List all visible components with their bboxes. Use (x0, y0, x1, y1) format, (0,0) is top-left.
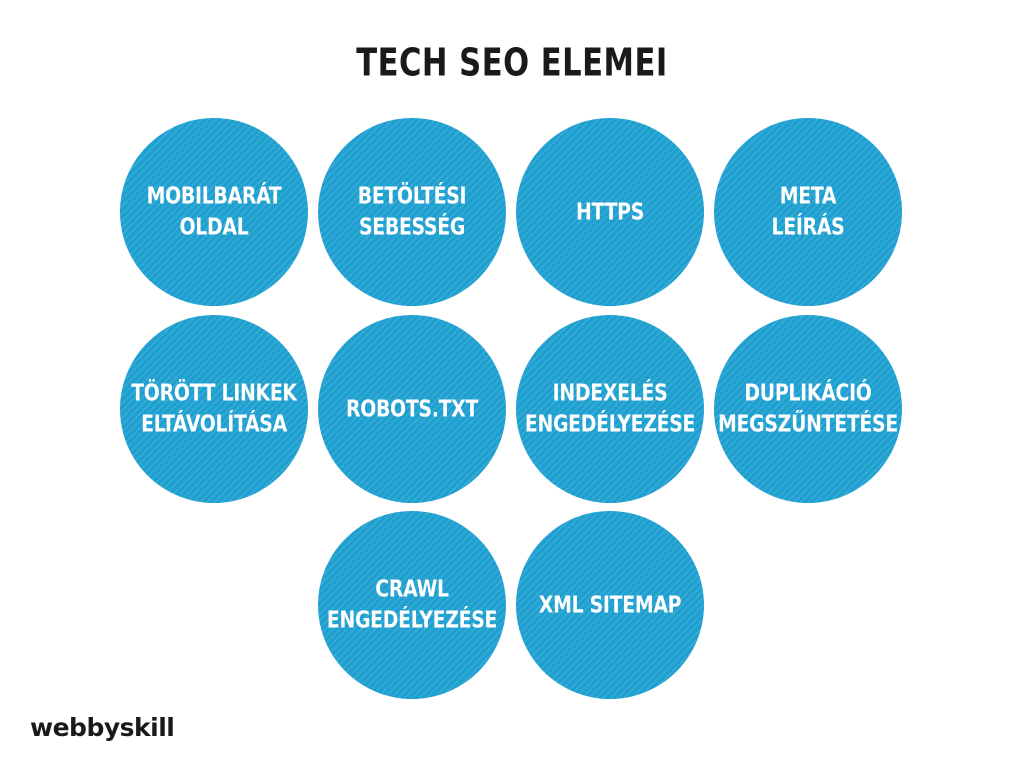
page-title: TECH SEO ELEMEI (356, 41, 668, 86)
circle-xml-sitemap: XML SITEMAP (516, 511, 704, 699)
circle-betoltesi-sebesseg: BETÖLTÉSI SEBESSÉG (318, 118, 506, 306)
circle-torott-linkek: TÖRÖTT LINKEK ELTÁVOLÍTÁSA (120, 315, 308, 503)
circle-duplikacio-megszuntetese: DUPLIKÁCIÓ MEGSZŰNTETÉSE (714, 315, 902, 503)
circle-https: HTTPS (516, 118, 704, 306)
circle-mobilbarat-oldal: MOBILBARÁT OLDAL (120, 118, 308, 306)
circle-label: ROBOTS.TXT (345, 395, 479, 422)
circle-label: XML SITEMAP (538, 591, 682, 618)
circle-label: DUPLIKÁCIÓ MEGSZŰNTETÉSE (718, 379, 898, 438)
circle-label: MOBILBARÁT OLDAL (146, 182, 282, 241)
circle-label: INDEXELÉS ENGEDÉLYEZÉSE (524, 379, 696, 438)
brand-logo: webbyskill (30, 713, 175, 742)
circle-robots-txt: ROBOTS.TXT (318, 315, 506, 503)
circle-label: CRAWL ENGEDÉLYEZÉSE (326, 575, 498, 634)
circle-meta-leiras: META LEÍRÁS (714, 118, 902, 306)
circle-label: TÖRÖTT LINKEK ELTÁVOLÍTÁSA (131, 379, 297, 438)
circle-indexeles-engedelyezese: INDEXELÉS ENGEDÉLYEZÉSE (516, 315, 704, 503)
circle-label: HTTPS (575, 198, 645, 225)
circle-label: BETÖLTÉSI SEBESSÉG (357, 182, 467, 241)
circle-crawl-engedelyezese: CRAWL ENGEDÉLYEZÉSE (318, 511, 506, 699)
circle-label: META LEÍRÁS (771, 182, 845, 241)
